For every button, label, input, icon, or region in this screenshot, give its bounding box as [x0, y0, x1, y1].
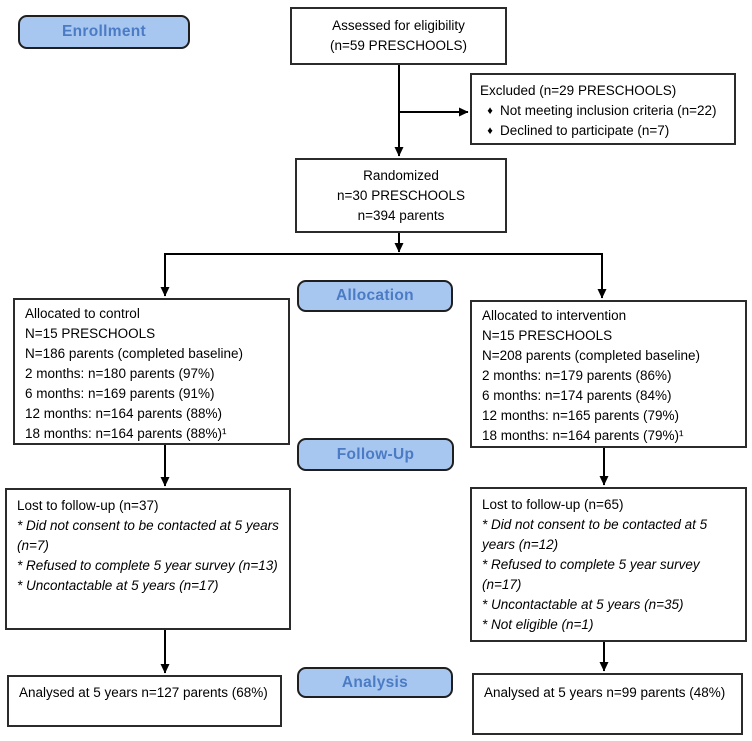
- control-lost-reason: * Uncontactable at 5 years (n=17): [17, 578, 219, 593]
- randomized-line: n=30 PRESCHOOLS: [337, 187, 465, 203]
- stage-label-enrollment: Enrollment: [18, 15, 190, 49]
- excluded-bullet-text: Not meeting inclusion criteria (n=22): [500, 103, 717, 118]
- intervention-lost-title: Lost to follow-up (n=65): [482, 497, 624, 512]
- excluded-title: Excluded (n=29 PRESCHOOLS): [480, 83, 677, 98]
- intervention-allocation-line: N=208 parents (completed baseline): [482, 348, 701, 363]
- intervention-allocation-line: 2 months: n=179 parents (86%): [482, 368, 672, 383]
- control-analysed-text: Analysed at 5 years n=127 parents (68%): [19, 685, 268, 700]
- intervention-lost-reason: * Did not consent to be contacted at 5 y…: [482, 517, 708, 552]
- assessed-box: Assessed for eligibility (n=59 PRESCHOOL…: [290, 7, 507, 65]
- randomized-line: Randomized: [363, 167, 439, 183]
- intervention-analysed-box: Analysed at 5 years n=99 parents (48%): [472, 673, 743, 735]
- diamond-bullet-icon: ♦: [487, 125, 493, 137]
- intervention-allocation-line: 12 months: n=165 parents (79%): [482, 408, 679, 423]
- intervention-allocation-box: Allocated to intervention N=15 PRESCHOOL…: [470, 300, 747, 448]
- stage-label-follow-up: Follow-Up: [297, 438, 454, 471]
- excluded-bullet-row: ♦ Declined to participate (n=7): [480, 121, 726, 141]
- intervention-allocation-line: 6 months: n=174 parents (84%): [482, 388, 672, 403]
- control-analysed-box: Analysed at 5 years n=127 parents (68%): [7, 675, 282, 727]
- diamond-bullet-icon: ♦: [487, 105, 493, 117]
- control-allocation-line: N=186 parents (completed baseline): [25, 346, 244, 361]
- excluded-bullet-text: Declined to participate (n=7): [500, 123, 670, 138]
- control-lost-reason: * Did not consent to be contacted at 5 y…: [17, 518, 279, 553]
- excluded-bullet-row: ♦ Not meeting inclusion criteria (n=22): [480, 101, 726, 121]
- intervention-allocation-line: 18 months: n=164 parents (79%)¹: [482, 428, 684, 443]
- control-lost-reason: * Refused to complete 5 year survey (n=1…: [17, 558, 278, 573]
- stage-label-allocation: Allocation: [297, 280, 453, 312]
- control-allocation-box: Allocated to control N=15 PRESCHOOLS N=1…: [13, 298, 290, 445]
- control-allocation-line: 18 months: n=164 parents (88%)¹: [25, 426, 227, 441]
- stage-label-analysis: Analysis: [297, 667, 453, 698]
- control-allocation-line: N=15 PRESCHOOLS: [25, 326, 156, 341]
- intervention-lost-reason: * Uncontactable at 5 years (n=35): [482, 597, 684, 612]
- intervention-lost-box: Lost to follow-up (n=65) * Did not conse…: [470, 487, 747, 642]
- excluded-box: Excluded (n=29 PRESCHOOLS) ♦ Not meeting…: [470, 73, 736, 145]
- intervention-lost-reason: * Refused to complete 5 year survey (n=1…: [482, 557, 700, 592]
- control-allocation-line: 2 months: n=180 parents (97%): [25, 366, 215, 381]
- control-allocation-line: 12 months: n=164 parents (88%): [25, 406, 222, 421]
- control-allocation-line: Allocated to control: [25, 306, 140, 321]
- randomized-box: Randomized n=30 PRESCHOOLS n=394 parents: [295, 158, 507, 233]
- intervention-allocation-line: Allocated to intervention: [482, 308, 627, 323]
- control-lost-title: Lost to follow-up (n=37): [17, 498, 159, 513]
- intervention-analysed-text: Analysed at 5 years n=99 parents (48%): [484, 685, 726, 700]
- assessed-line: Assessed for eligibility: [332, 18, 465, 33]
- intervention-lost-reason: * Not eligible (n=1): [482, 617, 594, 632]
- control-allocation-line: 6 months: n=169 parents (91%): [25, 386, 215, 401]
- control-lost-box: Lost to follow-up (n=37) * Did not conse…: [5, 488, 291, 630]
- intervention-allocation-line: N=15 PRESCHOOLS: [482, 328, 613, 343]
- assessed-line: (n=59 PRESCHOOLS): [330, 38, 467, 53]
- randomized-line: n=394 parents: [357, 207, 445, 223]
